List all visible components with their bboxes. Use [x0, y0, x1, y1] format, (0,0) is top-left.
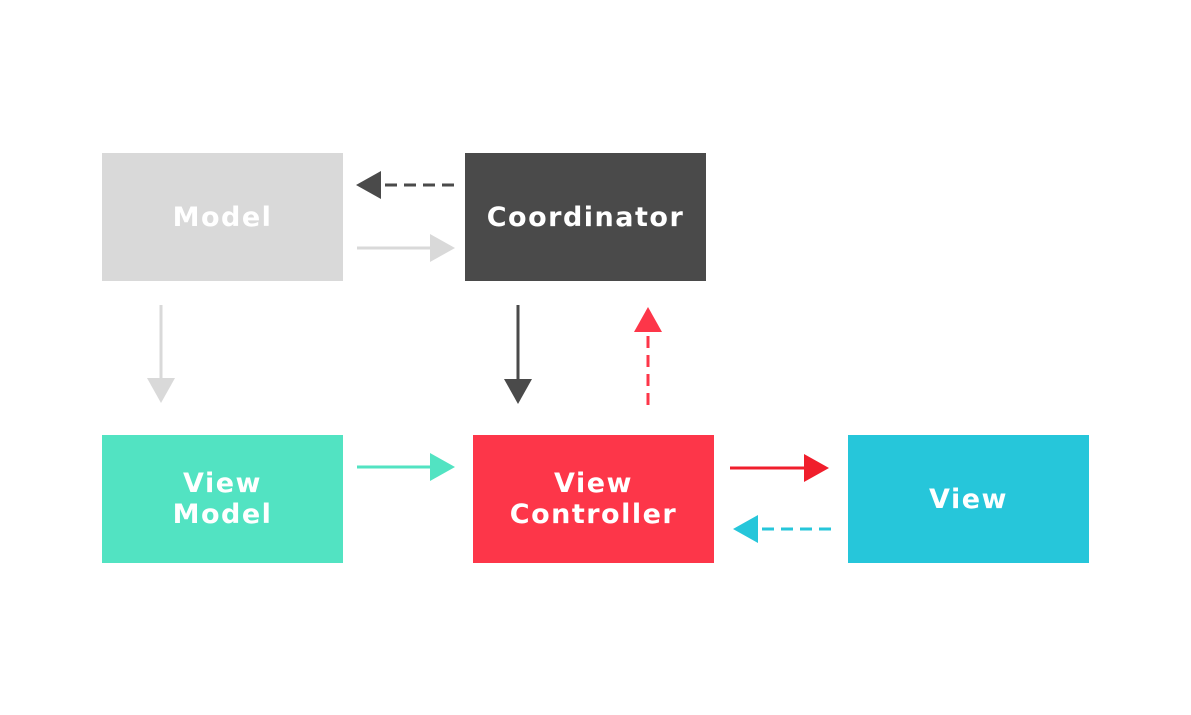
arrow-model-to-coordinator: [357, 234, 455, 262]
view-model-label: View Model: [173, 468, 273, 530]
arrow-model-to-viewmodel: [147, 305, 175, 403]
arrow-view-to-viewcontroller: [733, 515, 831, 543]
view-controller-label-line2: Controller: [509, 499, 678, 530]
model-label: Model: [172, 201, 273, 233]
model-node: Model: [102, 153, 343, 281]
view-model-label-line2: Model: [172, 499, 273, 530]
coordinator-node: Coordinator: [465, 153, 706, 281]
view-model-node: View Model: [102, 435, 343, 563]
view-model-label-line1: View: [183, 468, 262, 499]
view-node: View: [848, 435, 1089, 563]
arrow-coordinator-to-viewcontroller: [504, 305, 532, 404]
arrow-coordinator-to-model: [356, 171, 454, 199]
arrow-viewmodel-to-viewcontroller: [357, 453, 455, 481]
view-controller-node: View Controller: [473, 435, 714, 563]
coordinator-label: Coordinator: [486, 201, 685, 233]
view-controller-label-line1: View: [554, 468, 633, 499]
view-label: View: [929, 483, 1008, 515]
arrow-viewcontroller-to-view: [730, 454, 829, 482]
arrow-viewcontroller-to-coordinator: [634, 307, 662, 405]
view-controller-label: View Controller: [510, 468, 678, 530]
